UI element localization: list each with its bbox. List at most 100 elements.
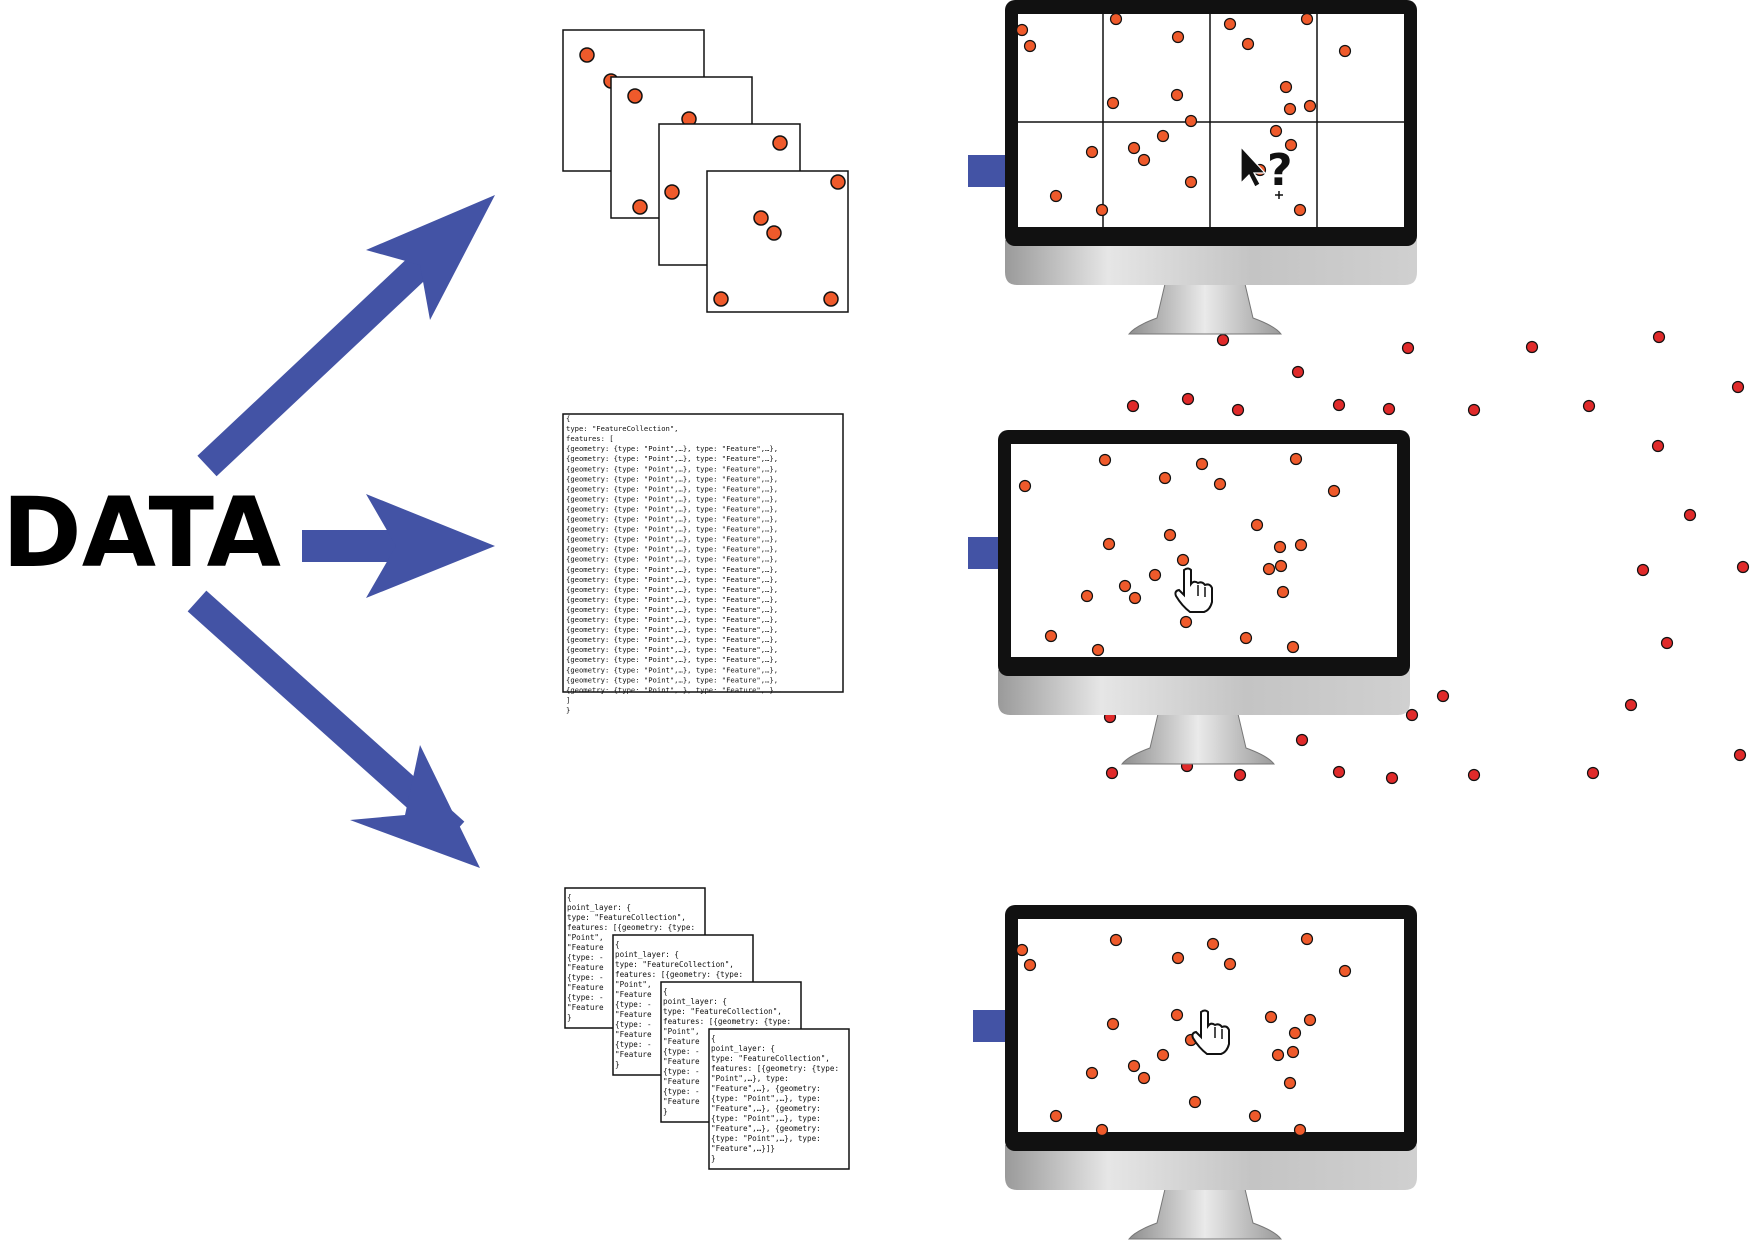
layer-document-line: "Feature",…}]} xyxy=(711,1144,775,1153)
hand-pointer-cursor xyxy=(1191,1009,1230,1055)
geojson-line: {geometry: {type: "Point",…}, type: "Fea… xyxy=(566,545,778,554)
data-title: DATA xyxy=(2,477,281,589)
geojson-line: {geometry: {type: "Point",…}, type: "Fea… xyxy=(566,595,778,604)
map-point xyxy=(1401,341,1415,355)
map-point xyxy=(1085,145,1099,159)
map-point xyxy=(1327,484,1341,498)
geojson-line: {geometry: {type: "Point",…}, type: "Fea… xyxy=(566,665,778,674)
layer-document-line: features: [{geometry: {type: xyxy=(711,1064,839,1073)
map-tile xyxy=(706,170,849,313)
map-point xyxy=(627,88,643,104)
layer-document-line: point_layer: { xyxy=(711,1044,775,1053)
map-point xyxy=(1300,12,1314,26)
layer-document-line: "Feature",…}, {geometry: xyxy=(711,1124,821,1133)
map-point xyxy=(1213,477,1227,491)
monitor-stand xyxy=(1127,283,1283,335)
svg-text:?: ? xyxy=(1267,145,1293,196)
map-point xyxy=(1274,559,1288,573)
map-point xyxy=(1300,932,1314,946)
monitor-chin xyxy=(1005,240,1417,285)
layer-document-line: { xyxy=(663,987,668,996)
map-point xyxy=(772,135,788,151)
map-point xyxy=(1170,88,1184,102)
map-point xyxy=(1250,518,1264,532)
layer-document-line: { xyxy=(567,893,572,902)
arrow-question-cursor: ? xyxy=(1240,145,1293,199)
map-point xyxy=(1382,402,1396,416)
layer-document-line: "Feature xyxy=(663,1077,700,1086)
layer-document-line: {type: - xyxy=(567,993,604,1002)
map-point xyxy=(1118,579,1132,593)
monitor-chin xyxy=(998,670,1410,715)
map-point xyxy=(664,184,680,200)
map-point xyxy=(1248,1109,1262,1123)
geojson-line: {geometry: {type: "Point",…}, type: "Fea… xyxy=(566,444,778,453)
layer-document-line: "Feature xyxy=(567,983,604,992)
map-point xyxy=(1127,1059,1141,1073)
layer-document-line: {type: "Point",…}, type: xyxy=(711,1134,821,1143)
geojson-line: {geometry: {type: "Point",…}, type: "Fea… xyxy=(566,605,778,614)
map-point xyxy=(1733,748,1747,762)
map-point xyxy=(1181,392,1195,406)
monitor-screen xyxy=(1011,444,1397,657)
geojson-line: {geometry: {type: "Point",…}, type: "Fea… xyxy=(566,484,778,493)
map-point xyxy=(1271,1048,1285,1062)
geojson-line: {geometry: {type: "Point",…}, type: "Fea… xyxy=(566,685,787,694)
map-point xyxy=(1636,563,1650,577)
monitor-stand xyxy=(1120,713,1276,765)
layer-document-line: } xyxy=(567,1013,572,1022)
map-point xyxy=(1286,640,1300,654)
layer-document-line: "Feature xyxy=(615,1010,652,1019)
map-point xyxy=(1127,141,1141,155)
map-point xyxy=(1188,1095,1202,1109)
layer-document-line: "Feature xyxy=(567,943,604,952)
map-point xyxy=(1171,951,1185,965)
map-point xyxy=(1736,560,1750,574)
monitor-layered xyxy=(1005,905,1417,1240)
geojson-line: {geometry: {type: "Point",…}, type: "Fea… xyxy=(566,615,778,624)
tile-grid xyxy=(1018,14,1404,227)
map-point xyxy=(1109,12,1123,26)
map-point xyxy=(1276,585,1290,599)
map-point xyxy=(1095,203,1109,217)
map-point xyxy=(1102,537,1116,551)
map-point xyxy=(823,291,839,307)
layer-document-line: } xyxy=(615,1060,620,1069)
layer-document-line: "Feature xyxy=(615,1050,652,1059)
layer-document-line: type: "FeatureCollection", xyxy=(567,913,686,922)
map-point xyxy=(1582,399,1596,413)
layer-document-line: features: [{geometry: {type: xyxy=(567,923,695,932)
layer-document-line: {type: - xyxy=(663,1047,700,1056)
map-point xyxy=(1171,30,1185,44)
geojson-line: {geometry: {type: "Point",…}, type: "Fea… xyxy=(566,525,778,534)
map-point xyxy=(1332,398,1346,412)
layer-document-line: features: [{geometry: {type: xyxy=(663,1017,791,1026)
geojson-line: } xyxy=(566,705,570,714)
map-point xyxy=(1109,933,1123,947)
geojson-line: {geometry: {type: "Point",…}, type: "Fea… xyxy=(566,635,778,644)
map-point xyxy=(1176,553,1190,567)
map-point xyxy=(1683,508,1697,522)
map-point xyxy=(830,174,846,190)
layer-document-line: "Feature xyxy=(663,1097,700,1106)
map-point xyxy=(1018,479,1032,493)
map-point xyxy=(1241,37,1255,51)
map-point xyxy=(1283,102,1297,116)
geojson-document: { type: "FeatureCollection", features: [… xyxy=(562,413,844,714)
geojson-line: ] xyxy=(566,695,570,704)
geojson-line: {geometry: {type: "Point",…}, type: "Fea… xyxy=(566,555,778,564)
monitor-stand xyxy=(1127,1188,1283,1240)
map-point xyxy=(1467,403,1481,417)
map-point xyxy=(1080,589,1094,603)
layer-document-line: "Feature",…}, {geometry: xyxy=(711,1104,821,1113)
tile-stack xyxy=(562,29,849,313)
monitor-tiled: ? xyxy=(1005,0,1417,335)
arrow-to-layers xyxy=(187,590,480,868)
layer-document-line: "Point", xyxy=(567,933,604,942)
map-point xyxy=(1098,453,1112,467)
geojson-line: {geometry: {type: "Point",…}, type: "Fea… xyxy=(566,464,778,473)
map-point xyxy=(1049,1109,1063,1123)
layer-document-line: type: "FeatureCollection", xyxy=(615,960,734,969)
map-point xyxy=(1660,636,1674,650)
map-point xyxy=(632,199,648,215)
